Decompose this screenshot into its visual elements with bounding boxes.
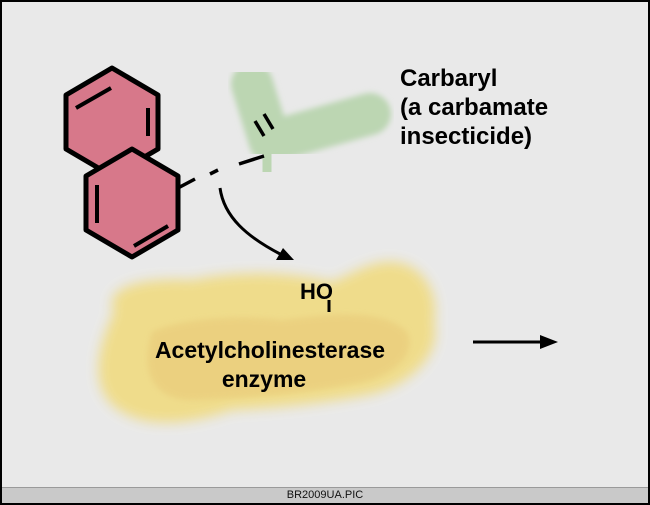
molecule-class-line1: (a carbamate xyxy=(400,94,548,121)
reaction-arrow-icon xyxy=(473,335,558,349)
ester-bond xyxy=(209,168,219,176)
enzyme-name-line2: enzyme xyxy=(222,366,306,392)
footer-filename: BR2009UA.PIC xyxy=(2,487,648,503)
molecule-name: Carbaryl xyxy=(400,65,497,92)
hydroxyl-label: HO xyxy=(300,279,333,304)
carbamate-group-icon xyxy=(231,63,391,182)
diagram-svg: HO Carbaryl (a carbamate insecticide) Ac… xyxy=(63,63,558,423)
enzyme-blob xyxy=(98,261,436,423)
enzyme-name: Acetylcholinesterase xyxy=(155,337,385,363)
curved-arrow-icon xyxy=(218,187,294,260)
naphthalene-ring-icon xyxy=(63,65,181,260)
ring-bond xyxy=(177,177,196,190)
molecule-class-line2: insecticide) xyxy=(400,123,532,150)
diagram-canvas: HO Carbaryl (a carbamate insecticide) Ac… xyxy=(2,2,648,488)
